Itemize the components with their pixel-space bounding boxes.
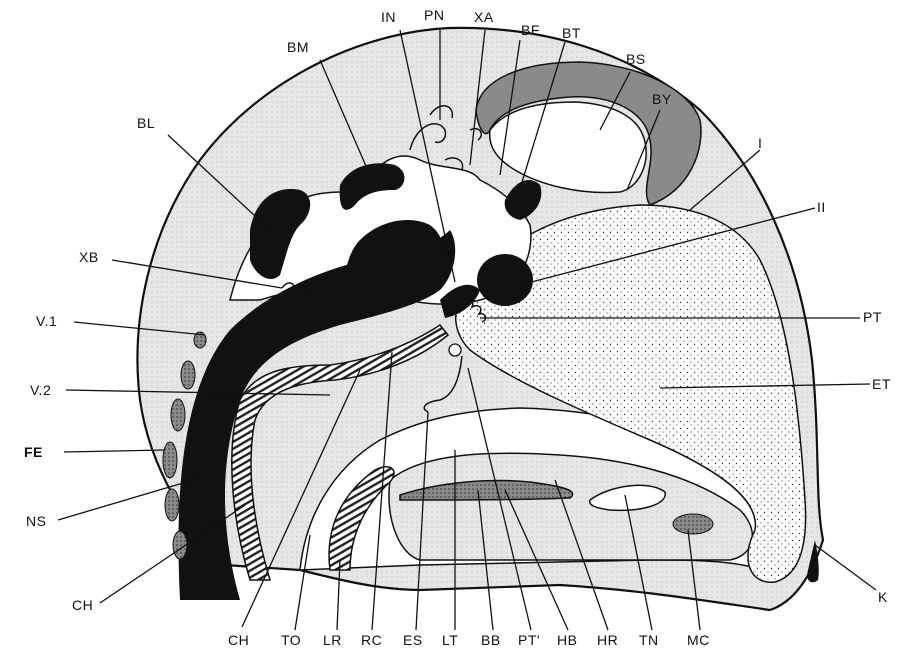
label-ch-left: CH [72,597,93,613]
label-ns: NS [26,513,46,529]
label-lt: LT [442,632,458,648]
label-bb: BB [481,632,501,648]
label-bs: BS [626,51,646,67]
label-bl: BL [137,115,155,131]
label-es: ES [403,632,423,648]
label-bm: BM [287,39,309,55]
label-in: IN [381,9,396,25]
label-ch-bottom: CH [228,632,249,648]
label-lr: LR [323,632,342,648]
label-xa: XA [474,9,494,25]
label-mc: MC [687,632,710,648]
label-k: K [878,589,888,605]
label-fe: FE [24,444,43,460]
label-rc: RC [361,632,382,648]
label-bf: BF [521,22,540,38]
label-pt-prime: PT' [518,632,540,648]
label-v1: V.1 [36,313,57,329]
small-vesicle [449,344,461,356]
label-ii: II [817,199,826,215]
label-by: BY [652,91,672,107]
label-bt: BT [562,25,581,41]
label-xb: XB [79,249,99,265]
label-to: TO [281,632,301,648]
optic-ii-black [477,254,533,306]
label-hb: HB [557,632,577,648]
label-pt: PT [863,309,882,325]
label-pn: PN [424,7,444,23]
label-hr: HR [597,632,618,648]
mc-cartilage [673,514,713,534]
label-tn: TN [639,632,659,648]
label-et: ET [872,376,891,392]
label-i: I [758,135,762,151]
label-v2: V.2 [30,382,51,398]
